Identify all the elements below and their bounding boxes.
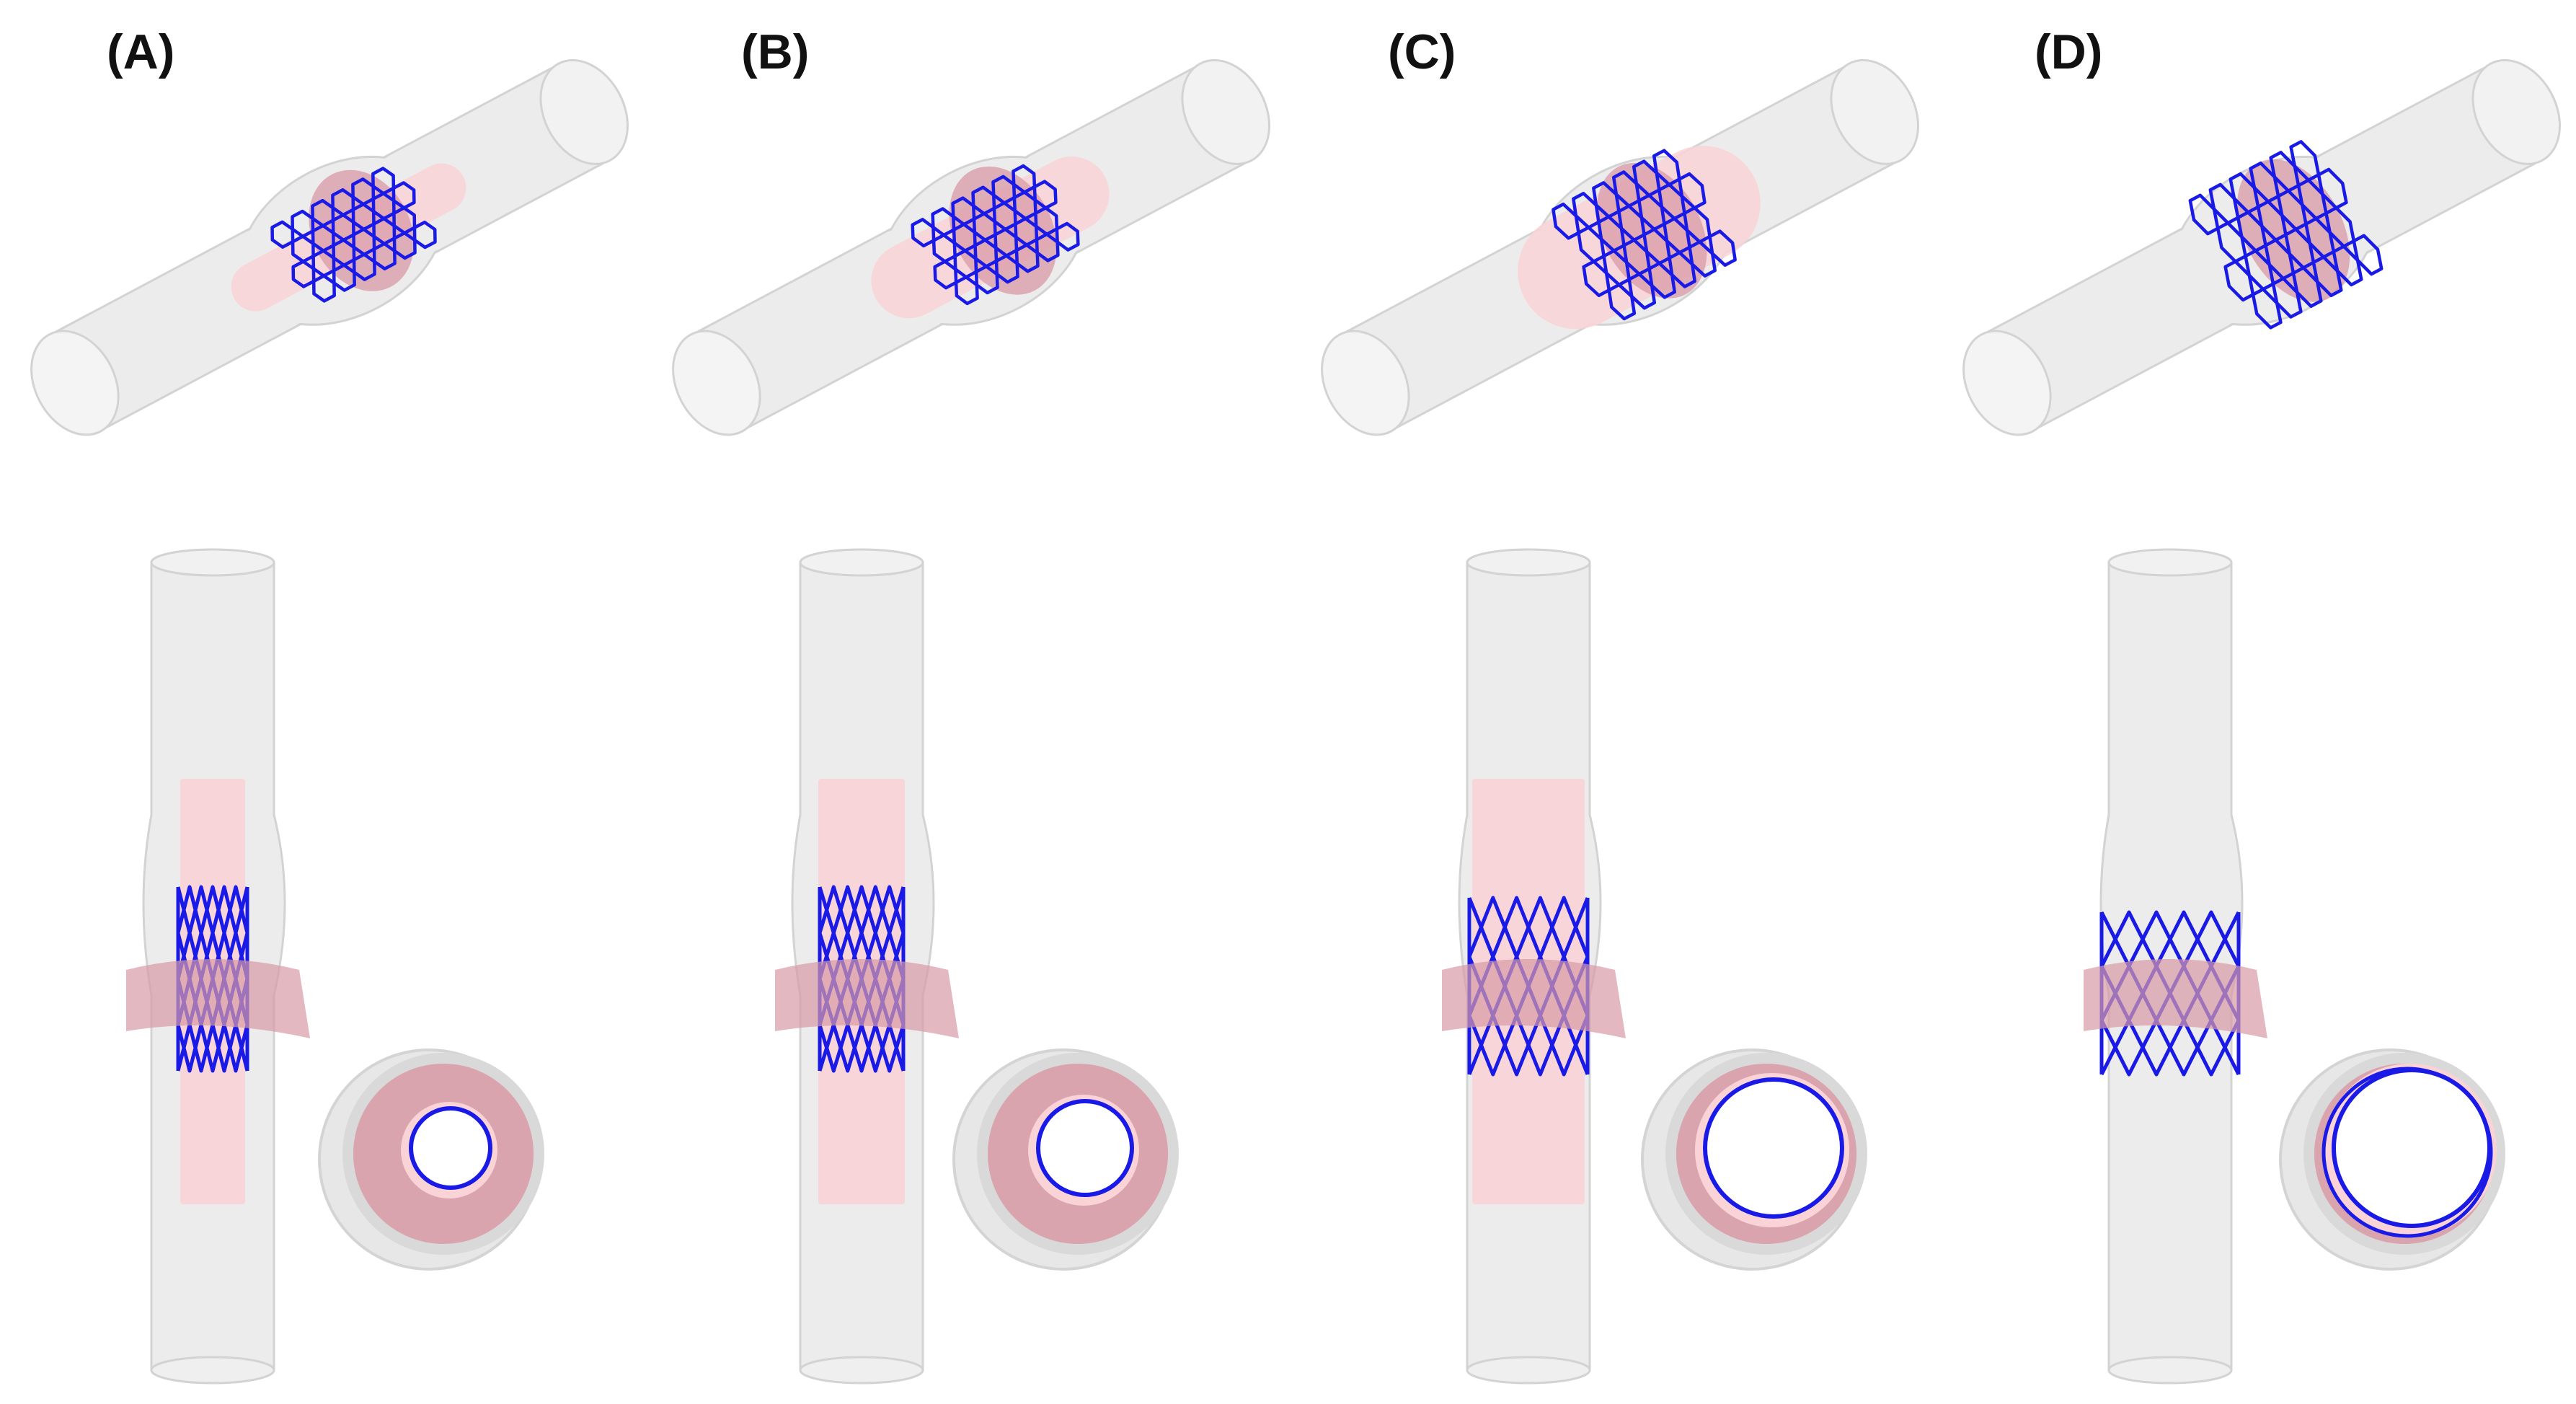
panel-label-a: (A) [107,25,175,79]
plaque [2084,959,2267,1038]
stent-cell [1055,221,1080,252]
vessel-end-cap [2471,59,2561,165]
plaque [126,959,310,1038]
panel-label-b: (B) [741,25,810,79]
vessel-end-cap [799,1356,924,1385]
stent-strut [2099,1018,2241,1077]
vessel-end-cap [1466,1356,1591,1385]
stent-cell [1708,229,1737,267]
vessel-end-cap [1830,59,1919,165]
stent-ring [409,1106,492,1190]
vessel-side-view [126,548,310,1385]
vessel-end-cap [1321,330,1410,436]
vessel-end-cap [1181,59,1270,165]
vessel-end-cap [1466,548,1591,577]
vessel-end-cap [2107,1356,2233,1385]
vessel-end-cap [799,548,924,577]
stent-strut [818,885,906,935]
vessel-cross-section [952,1048,1179,1271]
stent-strut [818,931,906,981]
vessel-end-cap [672,330,761,436]
stent-strut [2099,910,2241,968]
panel-label-c: (C) [1388,25,1456,79]
stent-strut [176,1023,249,1073]
vessel-oblique-view [30,59,629,436]
vessel-oblique-view [1321,59,1919,436]
vessel-oblique-view [672,59,1270,436]
stent-strut [176,931,249,981]
stent-ring [1036,1099,1134,1197]
vessel-end-cap [2107,548,2233,577]
stent-strut [176,885,249,935]
vessel-end-cap [150,548,275,577]
panel-d [1962,59,2561,1385]
vessel-side-view [2084,548,2267,1385]
vessel-cross-section [318,1048,544,1271]
vessel-side-view [1442,548,1626,1385]
vessel-cross-section [1641,1048,1867,1271]
stent-cell [2352,234,2384,276]
vessel-side-view [775,548,959,1385]
vessel-end-cap [539,59,629,165]
stent-strut [1467,896,1590,959]
vessel-cross-section [2279,1048,2505,1271]
stent-ring [1703,1077,1844,1219]
plaque [1442,959,1626,1038]
vessel-oblique-view [1962,59,2561,436]
panel-c [1321,59,1919,1385]
stent-cell [412,220,437,250]
vessel-end-cap [1962,330,2052,436]
vessel-end-cap [150,1356,275,1385]
panel-a [30,59,629,1385]
panel-label-d: (D) [2035,25,2103,79]
stent-strut [818,1023,906,1073]
panel-b [672,59,1270,1385]
vessel-end-cap [30,330,120,436]
plaque [775,959,959,1038]
stent-ring [2322,1067,2493,1238]
